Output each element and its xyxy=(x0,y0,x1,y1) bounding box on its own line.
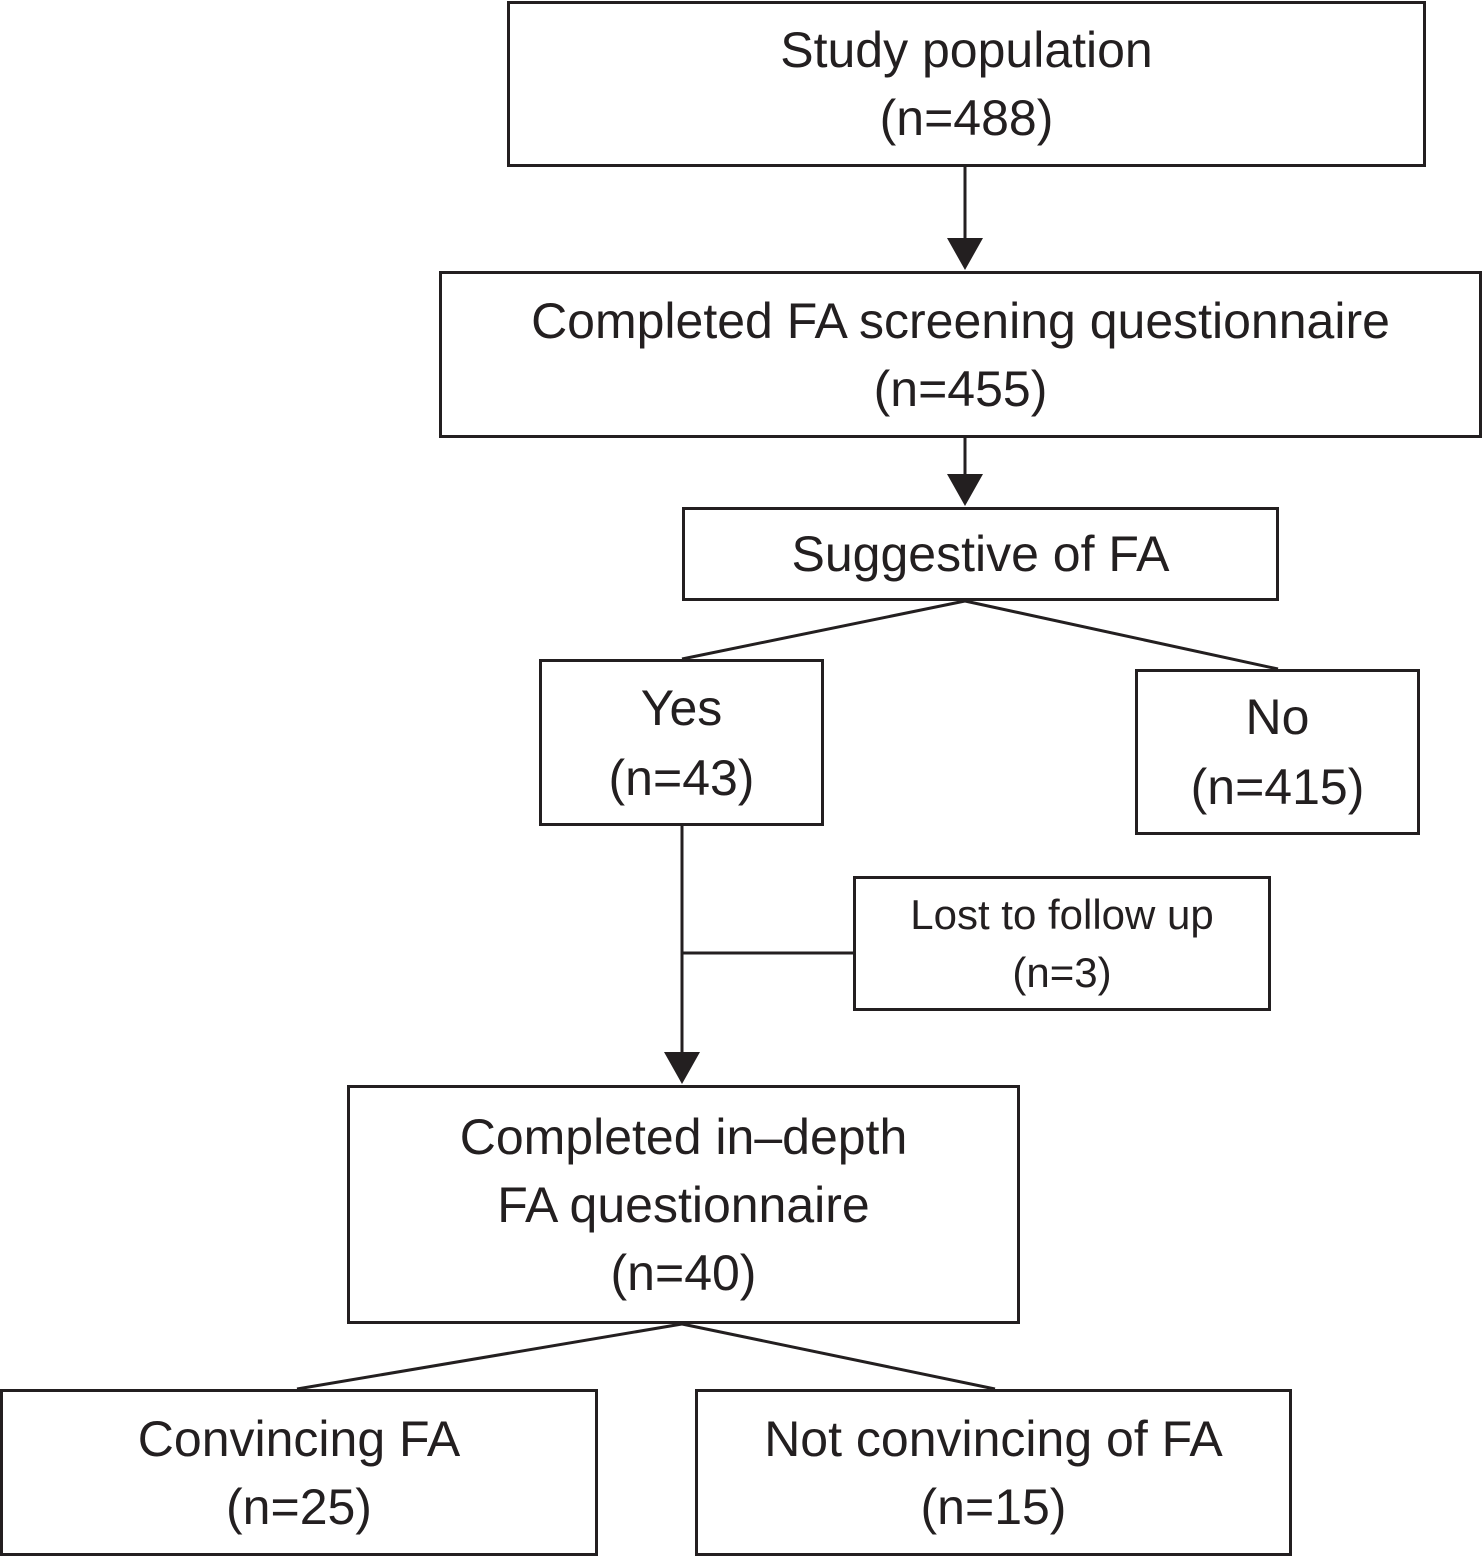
study-population-count: (n=488) xyxy=(879,90,1054,146)
yes-count: (n=43) xyxy=(608,749,755,806)
lost-to-follow-up-box: Lost to follow up (n=3) xyxy=(853,876,1271,1011)
study-population-box: Study population (n=488) xyxy=(507,1,1426,167)
arrowhead-screening xyxy=(947,238,983,270)
screening-questionnaire-label: Completed FA screening questionnaire xyxy=(531,292,1390,349)
suggestive-of-fa-box: Suggestive of FA xyxy=(682,507,1279,601)
connector-indepth-to-convincing xyxy=(296,1322,683,1391)
connector-indepth-to-not-convincing xyxy=(681,1322,996,1391)
no-label: No xyxy=(1245,689,1310,745)
arrowhead-suggestive xyxy=(947,474,983,506)
indepth-questionnaire-label-line2: FA questionnaire xyxy=(497,1176,870,1233)
convincing-fa-label: Convincing FA xyxy=(137,1410,461,1467)
study-population-label: Study population xyxy=(780,22,1153,78)
lost-to-follow-up-count: (n=3) xyxy=(1012,948,1112,996)
screening-questionnaire-count: (n=455) xyxy=(873,360,1048,417)
not-convincing-fa-label: Not convincing of FA xyxy=(764,1410,1223,1467)
not-convincing-fa-box: Not convincing of FA (n=15) xyxy=(695,1389,1292,1556)
yes-box: Yes (n=43) xyxy=(539,659,824,826)
yes-label: Yes xyxy=(640,679,723,736)
convincing-fa-count: (n=25) xyxy=(226,1478,372,1535)
no-box: No (n=415) xyxy=(1135,669,1420,835)
connector-suggestive-to-no xyxy=(964,599,1279,671)
indepth-questionnaire-box: Completed in–depth FA questionnaire (n=4… xyxy=(347,1085,1020,1324)
screening-questionnaire-box: Completed FA screening questionnaire (n=… xyxy=(439,271,1482,438)
suggestive-of-fa-label: Suggestive of FA xyxy=(791,526,1170,582)
indepth-questionnaire-count: (n=40) xyxy=(610,1244,757,1301)
not-convincing-fa-count: (n=15) xyxy=(920,1478,1067,1535)
no-count: (n=415) xyxy=(1190,759,1365,815)
connector-suggestive-to-yes xyxy=(681,599,966,661)
lost-to-follow-up-label: Lost to follow up xyxy=(910,890,1214,938)
convincing-fa-box: Convincing FA (n=25) xyxy=(0,1389,598,1556)
indepth-questionnaire-label-line1: Completed in–depth xyxy=(459,1108,908,1165)
arrowhead-indepth xyxy=(664,1052,700,1084)
